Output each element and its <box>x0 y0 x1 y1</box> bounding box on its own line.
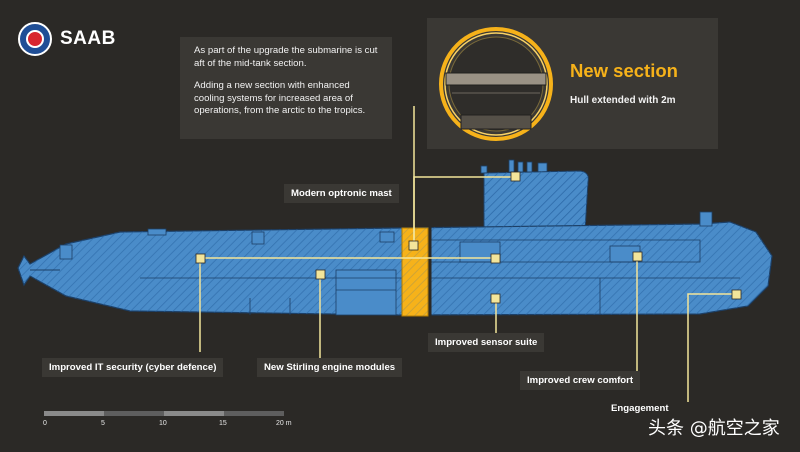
marker-new-section <box>408 240 419 251</box>
scale-tick-label: 0 <box>43 420 47 427</box>
callout-engagement: Engagement <box>611 403 669 414</box>
scale-segment <box>224 411 284 416</box>
marker-network <box>490 253 501 264</box>
scale-labels: 0 5 10 15 20 m <box>43 420 304 434</box>
watermark: 头条 @航空之家 <box>648 418 780 439</box>
marker-sensor <box>490 293 501 304</box>
scale-segment <box>164 411 224 416</box>
scale-segment <box>44 411 104 416</box>
submarine-hull <box>17 211 773 316</box>
scale-tick-label: 20 m <box>276 420 292 427</box>
callout-optronic-mast: Modern optronic mast <box>284 184 399 203</box>
scale-segment <box>104 411 164 416</box>
saab-emblem-icon <box>18 22 52 56</box>
marker-mast <box>510 171 521 182</box>
marker-crew <box>632 251 643 262</box>
saab-logo: SAAB <box>18 22 116 56</box>
callout-sensor-suite: Improved sensor suite <box>428 333 545 352</box>
new-section-title: New section <box>570 60 678 81</box>
callout-crew-comfort: Improved crew comfort <box>520 371 641 390</box>
brand-name: SAAB <box>60 28 116 49</box>
intro-panel: As part of the upgrade the submarine is … <box>180 37 392 139</box>
scale-tick-label: 15 <box>219 420 227 427</box>
scale-tick-label: 5 <box>101 420 105 427</box>
marker-it-security <box>195 253 206 264</box>
scale-tick-label: 10 <box>159 420 167 427</box>
callout-markers <box>195 171 742 304</box>
new-hull-section <box>401 226 432 318</box>
new-section-subtitle: Hull extended with 2m <box>570 95 676 106</box>
conning-tower <box>480 159 589 232</box>
callout-stirling-engine: New Stirling engine modules <box>257 358 403 377</box>
intro-text-new-section: Adding a new section with enhanced cooli… <box>194 80 366 116</box>
marker-engagement <box>731 289 742 300</box>
scale-bar-segments <box>44 411 284 416</box>
intro-text-cut: As part of the upgrade the submarine is … <box>194 45 378 69</box>
callout-it-security: Improved IT security (cyber defence) <box>42 358 224 377</box>
scale-bar: 0 5 10 15 20 m <box>43 411 304 434</box>
marker-stirling <box>315 269 326 280</box>
callout-leaders <box>199 106 736 402</box>
hull-ring-icon <box>439 27 553 141</box>
